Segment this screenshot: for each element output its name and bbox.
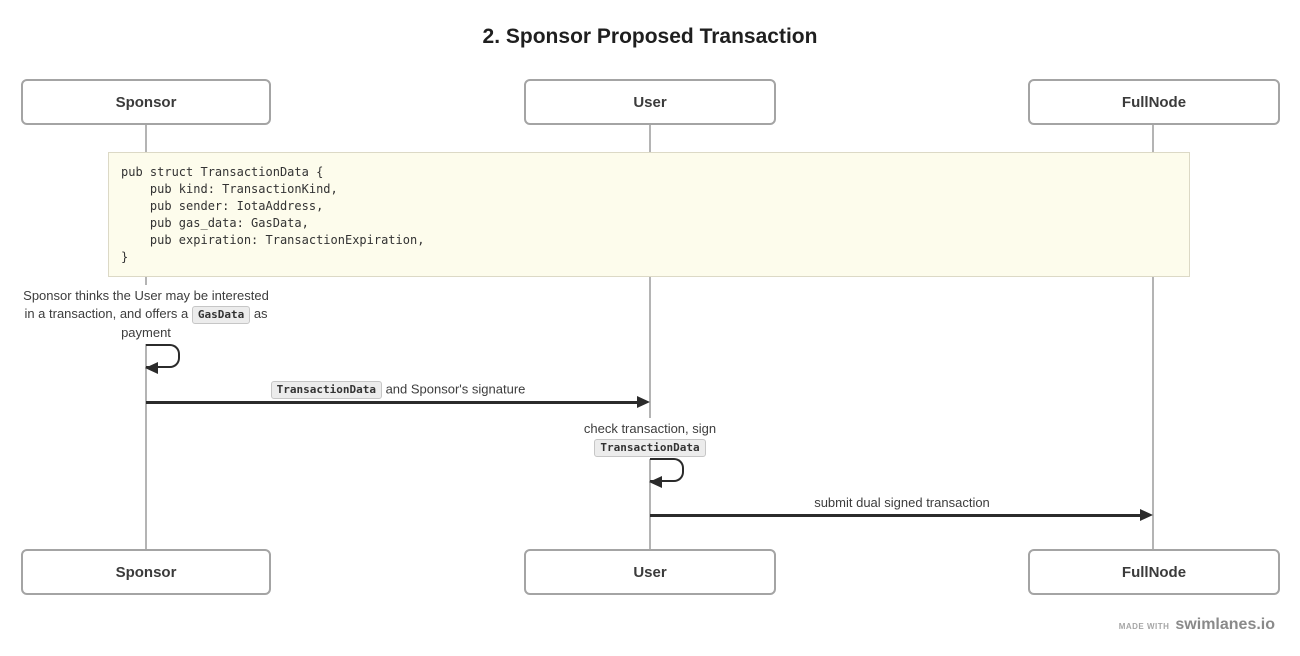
message-text: and Sponsor's signature <box>381 381 526 397</box>
note-line: Sponsor thinks the User may be intereste… <box>23 288 269 303</box>
actor-box-sponsor-top: Sponsor <box>21 79 271 125</box>
note-sponsor-offer: Sponsor thinks the User may be intereste… <box>6 285 286 344</box>
self-loop-sponsor <box>145 344 180 374</box>
note-text: in a transaction, and offers a <box>24 306 192 321</box>
diagram-title: 2. Sponsor Proposed Transaction <box>482 25 818 48</box>
message-label-sponsor-to-user: TransactionData and Sponsor's signature <box>146 381 650 399</box>
note-user-check-sign: check transaction, sign TransactionData <box>510 418 790 459</box>
actor-box-fullnode-top: FullNode <box>1028 79 1280 125</box>
code-line: pub gas_data: GasData, <box>121 216 309 230</box>
note-line: check transaction, sign <box>583 421 717 436</box>
arrowhead-right-icon <box>637 395 650 408</box>
actor-label-sponsor-top: Sponsor <box>115 93 177 111</box>
transactiondata-code-badge: TransactionData <box>594 438 706 457</box>
actor-box-sponsor-bottom: Sponsor <box>21 549 271 595</box>
code-line: } <box>121 250 129 264</box>
note-line: payment <box>121 324 171 340</box>
message-arrow-user-to-fullnode <box>650 514 1145 517</box>
actor-label-fullnode-top: FullNode <box>1121 93 1187 111</box>
arrowhead-left-icon <box>145 362 158 374</box>
swimlanes-brand-link[interactable]: swimlanes.io <box>1175 616 1275 633</box>
actor-label-sponsor-bottom: Sponsor <box>115 563 177 581</box>
self-loop-user <box>649 458 684 488</box>
code-line: pub sender: IotaAddress, <box>121 199 324 213</box>
actor-box-fullnode-bottom: FullNode <box>1028 549 1280 595</box>
note-line: TransactionData <box>510 438 790 457</box>
note-line: in a transaction, and offers a GasData a… <box>6 305 286 324</box>
transactiondata-code-badge: TransactionData <box>270 381 382 399</box>
made-with-label: MADE WITH <box>1118 622 1170 631</box>
note-text: as <box>250 306 268 321</box>
arrowhead-left-icon <box>649 476 662 488</box>
footer: MADE WITH swimlanes.io <box>1119 616 1275 634</box>
actor-box-user-bottom: User <box>524 549 776 595</box>
lifeline-fullnode <box>1152 125 1154 549</box>
code-line: pub struct TransactionData { <box>121 165 324 179</box>
actor-label-fullnode-bottom: FullNode <box>1121 563 1187 581</box>
gasdata-code-badge: GasData <box>191 305 251 324</box>
actor-label-user-bottom: User <box>633 563 667 581</box>
message-label-user-to-fullnode: submit dual signed transaction <box>650 495 1154 510</box>
message-arrow-sponsor-to-user <box>146 401 642 404</box>
code-block-transactiondata-struct: pub struct TransactionData { pub kind: T… <box>108 152 1190 277</box>
actor-box-user-top: User <box>524 79 776 125</box>
lifeline-user <box>649 125 651 549</box>
message-text: submit dual signed transaction <box>814 495 990 510</box>
code-line: pub kind: TransactionKind, <box>121 182 338 196</box>
actor-label-user-top: User <box>633 93 667 111</box>
arrowhead-right-icon <box>1140 508 1153 521</box>
code-line: pub expiration: TransactionExpiration, <box>121 233 425 247</box>
